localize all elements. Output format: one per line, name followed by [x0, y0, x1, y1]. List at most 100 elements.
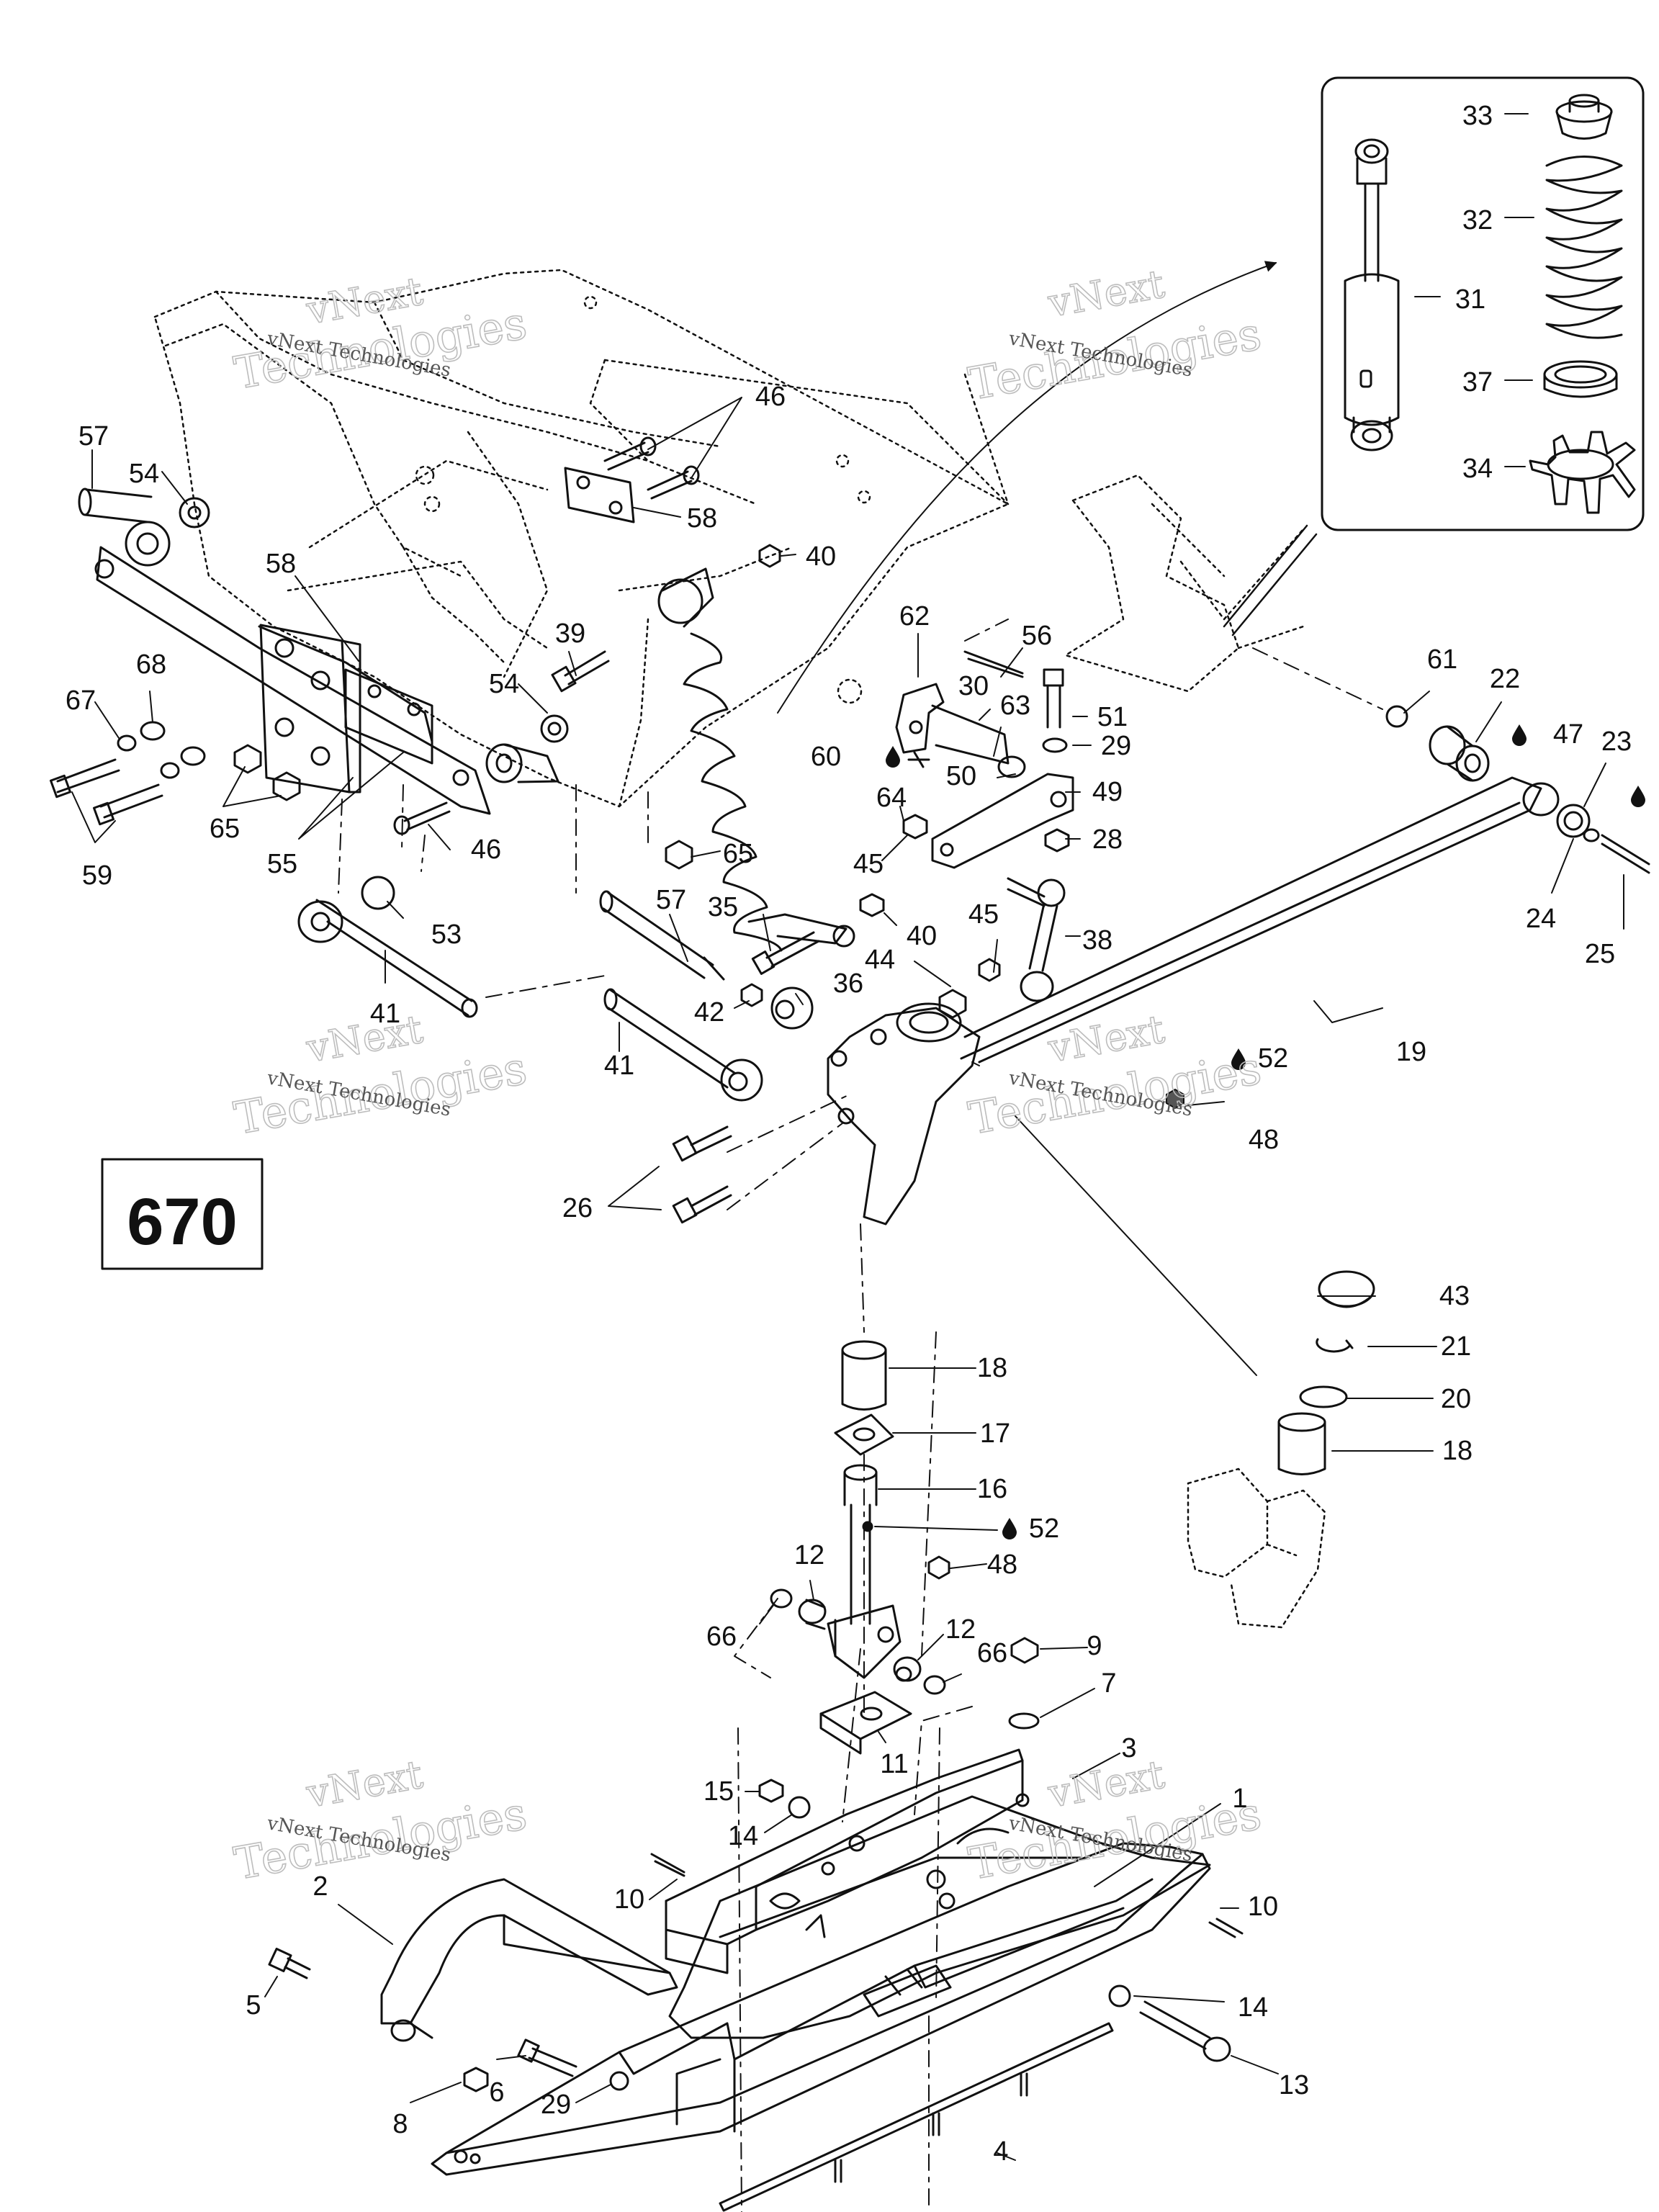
circlip-21: [1316, 1338, 1354, 1353]
cotter-pin-10-right: [1208, 1917, 1244, 1938]
callout-label: 50: [946, 761, 976, 791]
centerlines: [338, 619, 1383, 2212]
callout-label: 65: [210, 814, 240, 844]
callout-label: 38: [1082, 925, 1112, 956]
callout-label: 54: [129, 459, 159, 489]
ski-keel-1: [668, 1795, 1211, 2039]
bushing-36: [770, 986, 814, 1030]
bushing-12-right: [893, 1656, 922, 1682]
callout-label: 60: [811, 742, 841, 772]
callout-label: 22: [1490, 664, 1520, 694]
callout-label: 48: [1249, 1125, 1279, 1155]
gasket-17: [834, 1413, 894, 1456]
callout-label: 42: [694, 997, 724, 1028]
lower-arm-41-lower: [603, 988, 763, 1102]
svg-text:vNext: vNext: [1044, 261, 1168, 326]
upper-arm-bracket: [94, 521, 491, 815]
callout-label: 10: [1248, 1892, 1278, 1922]
watermark-5: vNext Technologies vNext Technologies: [230, 1751, 531, 1891]
bushing-54-left: [179, 497, 210, 529]
callout-label: 24: [1526, 904, 1556, 934]
washer-29: [1042, 737, 1068, 753]
callout-label: 66: [706, 1622, 737, 1652]
bushing-22: [1429, 725, 1490, 782]
washer-20: [1299, 1385, 1348, 1408]
callout-label: 58: [266, 549, 296, 579]
bolt-5: [268, 1947, 311, 1979]
callout-label: 20: [1441, 1384, 1471, 1414]
washer-14-upper: [788, 1796, 811, 1819]
callout-labels: 1 2 3 4 5 6 7 8 9 10 10 11 12 12 13 14 1…: [66, 101, 1632, 2167]
callout-label: 12: [794, 1540, 824, 1570]
ski-runner-4: [719, 2022, 1114, 2212]
callout-label: 37: [1462, 367, 1493, 397]
callout-label: 23: [1601, 727, 1632, 757]
callout-label: 63: [1000, 691, 1030, 721]
callout-label: 61: [1427, 644, 1457, 675]
nut-40-lower: [859, 893, 885, 917]
figure-number-box: [101, 1158, 264, 1270]
callout-label: 32: [1462, 205, 1493, 235]
callout-label: 13: [1279, 2070, 1309, 2100]
bolts-26: [672, 1125, 732, 1224]
tube-57-upper: [78, 487, 153, 523]
callout-label: 16: [977, 1474, 1007, 1504]
bolt-35: [751, 931, 820, 975]
callout-label: 53: [431, 920, 462, 950]
callout-label: 34: [1462, 454, 1493, 484]
coilover-shock: [657, 567, 855, 952]
callout-label: 44: [865, 945, 895, 975]
callout-label: 46: [471, 835, 501, 865]
strut-right: [1223, 524, 1318, 637]
callout-label: 6: [489, 2077, 504, 2108]
callout-label: 48: [987, 1550, 1017, 1580]
callout-label: 57: [656, 885, 686, 915]
bracket-plate-55b: [344, 668, 433, 765]
callout-label: 47: [1553, 719, 1583, 750]
callout-label: 40: [806, 541, 836, 572]
callout-label: 45: [853, 849, 884, 879]
lubricant-icon-52-lower: [1002, 1518, 1017, 1539]
grease-fitting-48-lower: [927, 1555, 950, 1580]
callout-label: 15: [703, 1776, 734, 1807]
callout-label: 64: [876, 783, 907, 813]
figure-number: 670: [127, 1185, 238, 1259]
cotter-pin-10-left: [650, 1853, 685, 1877]
bushing-18: [841, 1340, 887, 1411]
callout-label: 54: [489, 669, 519, 699]
bolt-13: [1108, 1984, 1231, 2062]
callout-label: 10: [614, 1884, 644, 1915]
nut-8: [463, 2067, 489, 2092]
callout-label: 46: [755, 382, 786, 412]
inset-box: [1321, 76, 1645, 531]
callout-label: 58: [687, 503, 717, 534]
ski-handle-2: [380, 1878, 678, 2042]
callout-label: 68: [136, 649, 166, 680]
cotter-pin-56: [963, 650, 1024, 678]
washer-66-right: [923, 1675, 946, 1695]
spring-retainer-34: [1529, 431, 1636, 514]
callout-label: 31: [1455, 284, 1485, 315]
callout-label: 7: [1101, 1668, 1116, 1699]
tie-rod-19: [960, 776, 1560, 1064]
callout-label: 5: [246, 1990, 261, 2020]
callout-label: 2: [313, 1871, 328, 1902]
callout-label: 19: [1396, 1037, 1426, 1067]
callout-label: 36: [833, 968, 863, 999]
callout-label: 62: [899, 601, 930, 631]
lubricant-icon-60: [886, 746, 900, 768]
callout-label: 21: [1441, 1331, 1471, 1362]
callout-label: 41: [370, 999, 400, 1029]
callout-label: 55: [267, 849, 297, 879]
nut-42: [740, 983, 763, 1007]
callout-label: 52: [1258, 1043, 1288, 1074]
callout-label: 18: [977, 1353, 1007, 1383]
callout-label: 39: [555, 619, 585, 649]
nut-45-lower: [978, 958, 1001, 982]
coil-spring-32: [1545, 156, 1623, 339]
knuckle-outline-right: [1187, 1467, 1326, 1629]
spindle-16: [827, 1464, 902, 1679]
leader-lines: [71, 113, 1624, 2161]
ski-leg-3: [665, 1748, 1030, 1974]
